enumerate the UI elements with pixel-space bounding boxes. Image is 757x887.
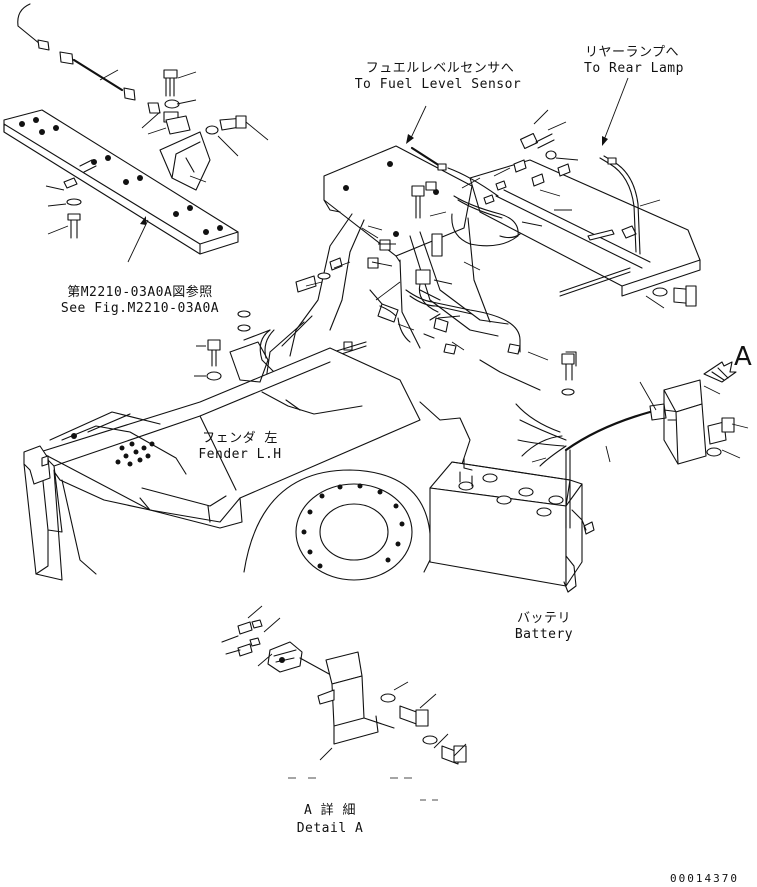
detail-a-title-en: Detail A — [296, 821, 364, 836]
fender-label-en: Fender L.H — [198, 447, 282, 462]
battery — [429, 457, 595, 593]
battery-label-jp: バッテリ — [516, 611, 572, 626]
battery-bracket-a — [639, 379, 749, 465]
drawing-number: 00014370 — [670, 872, 739, 885]
battery-cable — [515, 403, 681, 529]
bolt-washer-right-of-bracket — [205, 115, 269, 157]
fuel-sensor-label-jp: フュエルレベルセンサへ — [365, 61, 515, 76]
frame-bracket-left — [3, 109, 239, 255]
detail-a-assembly — [221, 605, 467, 801]
view-arrow-a — [703, 361, 737, 383]
see-fig-label-jp: 第M2210-03A0A図参照 — [67, 285, 213, 300]
small-clamps-left — [45, 159, 97, 239]
view-a-marker: A — [734, 342, 752, 372]
bolts-left-of-fender — [194, 310, 271, 381]
fuel-sensor-label-en: To Fuel Level Sensor — [354, 77, 522, 92]
rear-wheel — [243, 359, 541, 581]
frame-uprights — [265, 213, 509, 381]
harness-end-upper-left — [17, 3, 136, 101]
rear-lamp-label-en: To Rear Lamp — [584, 61, 684, 76]
rear-lamp-label-jp: リヤーランプへ — [584, 45, 680, 60]
detail-a-title-jp: A 詳 細 — [304, 803, 356, 818]
fender-label-jp: フェンダ 左 — [202, 431, 278, 446]
fender-left — [23, 341, 421, 581]
leader-see-fig — [127, 219, 149, 263]
upper-deck-plate — [323, 145, 701, 297]
right-side-bolt — [561, 285, 697, 396]
battery-label-en: Battery — [514, 627, 574, 642]
harness-routing-upper — [259, 146, 641, 413]
central-fittings — [295, 132, 571, 355]
see-fig-label-en: See Fig.M2210-03A0A — [60, 301, 220, 316]
